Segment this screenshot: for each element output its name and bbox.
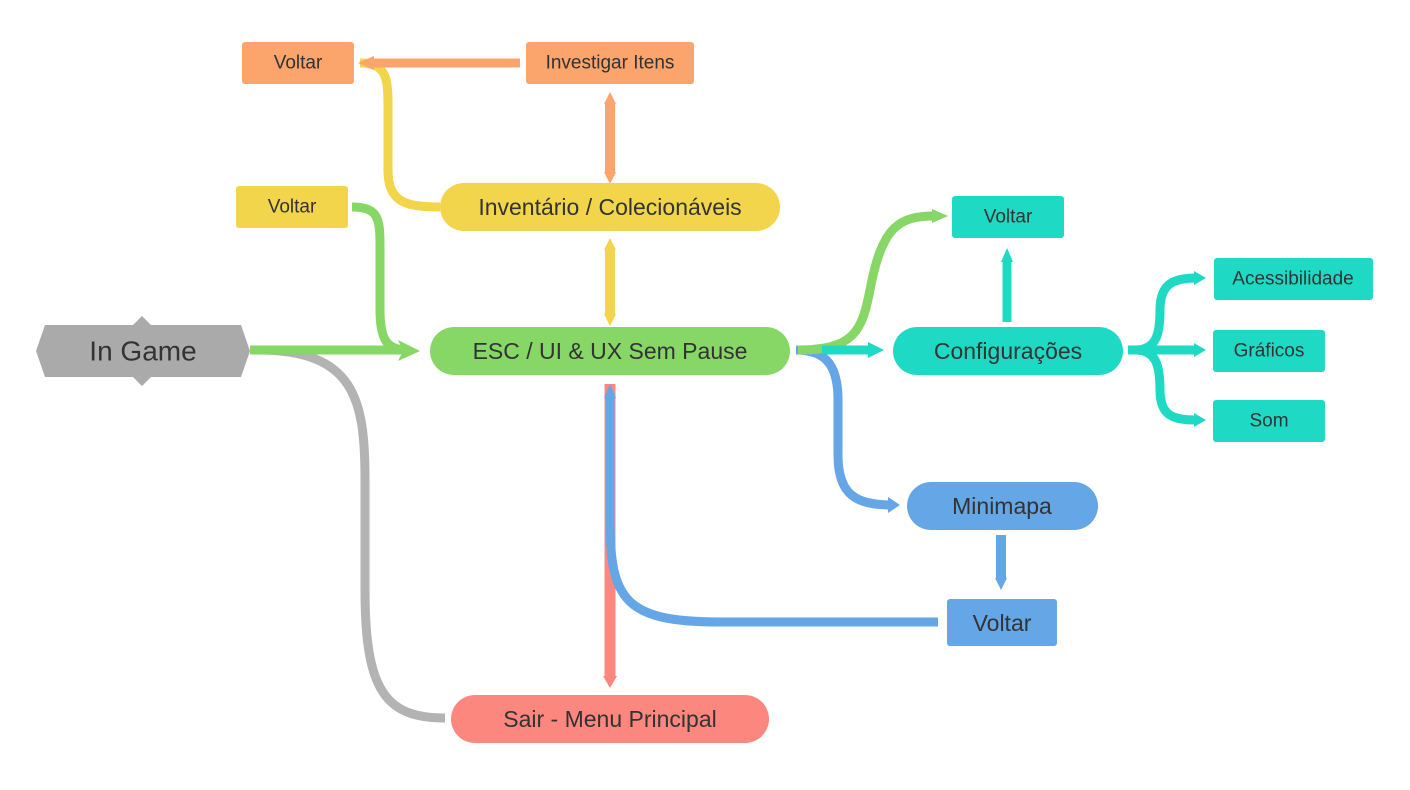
connector-esc-voltar-teal — [797, 211, 936, 355]
node-voltar-blue: Voltar — [947, 599, 1057, 646]
node-voltar-yellow-label: Voltar — [268, 197, 317, 218]
node-inventario: Inventário / Colecionáveis — [440, 183, 780, 231]
connector-config-acessibilidade — [1135, 273, 1197, 355]
connector-esc-config-arrow — [868, 342, 884, 358]
node-minimapa: Minimapa — [907, 482, 1098, 530]
node-graficos-label: Gráficos — [1234, 341, 1305, 362]
connector-inventario-investigar-arrow-bottom — [604, 172, 616, 184]
node-in-game-label: In Game — [89, 336, 196, 367]
node-som-label: Som — [1249, 411, 1288, 432]
connector-investigar-voltar-arrow — [358, 56, 374, 70]
node-minimapa-label: Minimapa — [952, 493, 1052, 519]
connector-config-som — [1135, 345, 1197, 425]
node-investigar-label: Investigar Itens — [546, 53, 675, 74]
connector-esc-voltar-teal-arrow — [932, 209, 948, 223]
node-voltar-blue-label: Voltar — [973, 610, 1032, 636]
node-voltar-teal: Voltar — [952, 196, 1064, 238]
node-sair-label: Sair - Menu Principal — [503, 706, 716, 732]
node-acessibilidade-label: Acessibilidade — [1232, 269, 1353, 290]
connector-config-acessibilidade-arrow — [1194, 271, 1206, 285]
node-in-game-shape — [36, 316, 250, 386]
node-esc-ui-label: ESC / UI & UX Sem Pause — [473, 338, 748, 364]
connector-esc-inventario-arrow-top — [604, 238, 616, 250]
connector-voltar-blue-esc — [605, 398, 938, 627]
connector-config-voltar-arrow — [1001, 248, 1013, 262]
node-configuracoes-label: Configurações — [934, 338, 1082, 364]
connector-voltar-orange-inventario — [359, 58, 441, 212]
node-acessibilidade: Acessibilidade — [1214, 258, 1373, 300]
connector-config-graficos-arrow — [1194, 343, 1206, 357]
node-sair: Sair - Menu Principal — [451, 695, 769, 743]
connector-ingame-sair — [257, 345, 446, 723]
node-configuracoes: Configurações — [893, 327, 1123, 375]
connector-esc-minimapa — [795, 345, 893, 510]
connector-voltar-yellow-esc — [351, 202, 411, 355]
connector-esc-inventario-arrow-bottom — [604, 314, 616, 326]
node-voltar-yellow: Voltar — [236, 186, 348, 228]
node-som: Som — [1213, 400, 1325, 442]
connector-voltar-blue-esc-arrow — [604, 384, 616, 398]
node-in-game: In Game — [36, 316, 250, 386]
node-investigar: Investigar Itens — [526, 42, 694, 84]
node-inventario-label: Inventário / Colecionáveis — [478, 194, 741, 220]
node-voltar-orange: Voltar — [242, 42, 354, 84]
node-esc-ui: ESC / UI & UX Sem Pause — [430, 327, 790, 375]
node-graficos: Gráficos — [1213, 330, 1325, 372]
node-voltar-orange-label: Voltar — [274, 53, 323, 74]
connector-esc-minimapa-arrow — [888, 497, 900, 513]
connector-esc-sair-arrow — [603, 676, 617, 688]
connector-minimapa-voltar-arrow — [995, 578, 1007, 590]
node-voltar-teal-label: Voltar — [984, 207, 1033, 228]
connector-config-som-arrow — [1194, 413, 1206, 427]
connector-inventario-investigar-arrow-top — [604, 92, 616, 104]
